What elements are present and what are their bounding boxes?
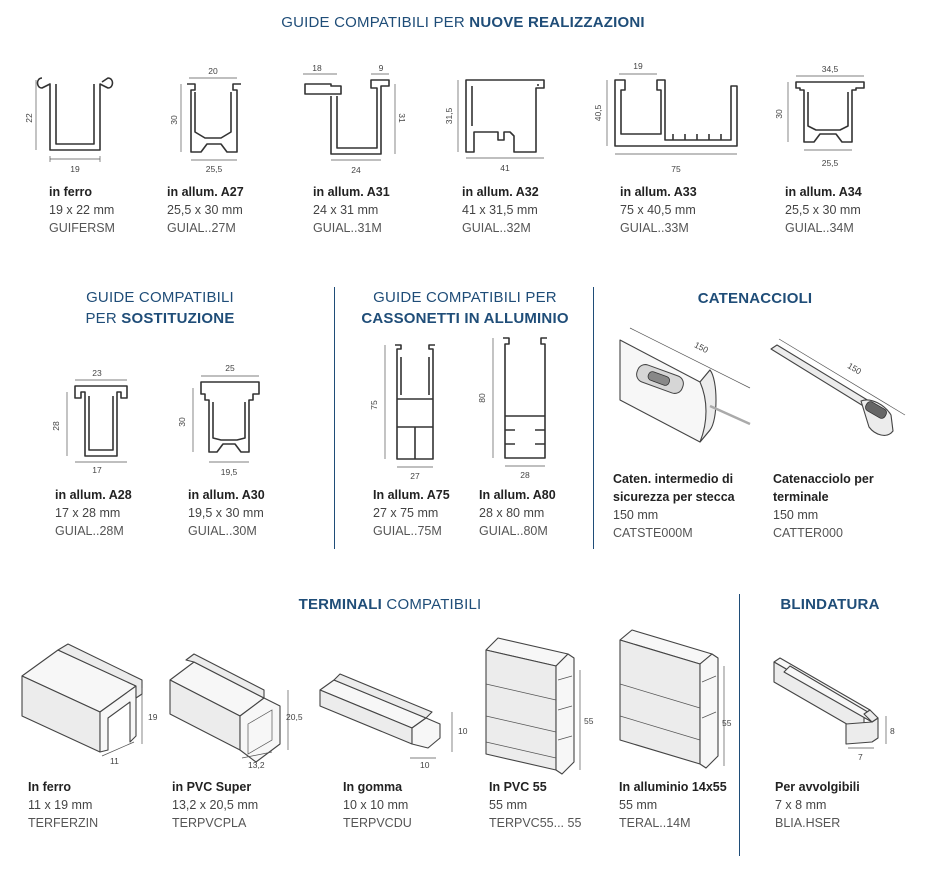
svg-text:11: 11 (110, 756, 119, 766)
svg-text:28: 28 (51, 421, 61, 431)
svg-text:27: 27 (410, 471, 420, 481)
heading-nuove-realizzazioni: GUIDE COMPATIBILI PER NUOVE REALIZZAZION… (281, 14, 645, 31)
terminale-gomma-drawing: 10 10 (319, 673, 468, 770)
profile-drawing-a31: 18 9 31 24 (303, 63, 407, 175)
product-catenacciolo-terminale: Catenacciolo per terminale 150 mm CATTER… (773, 472, 874, 540)
svg-text:18: 18 (312, 63, 322, 73)
svg-text:25,5: 25,5 (822, 158, 839, 168)
product-a75: In allum. A75 27 x 75 mm GUIAL..75M (373, 488, 450, 538)
blindatura-drawing: 8 7 (773, 657, 895, 762)
svg-text:34,5: 34,5 (822, 64, 839, 74)
terminale-ferro-drawing: 19 11 (21, 643, 158, 766)
profile-drawing-a32: 31,5 41 (444, 79, 545, 173)
profile-drawing-a30: 25 30 19,5 (177, 363, 260, 477)
product-catenacciolo-intermedio: Caten. intermedio di sicurezza per stecc… (613, 472, 735, 540)
product-a34: in allum. A34 25,5 x 30 mm GUIAL..34M (785, 185, 862, 235)
product-a80: In allum. A80 28 x 80 mm GUIAL..80M (479, 488, 556, 538)
svg-text:19: 19 (633, 61, 643, 71)
svg-text:19,5: 19,5 (221, 467, 238, 477)
product-a27: in allum. A27 25,5 x 30 mm GUIAL..27M (167, 185, 244, 235)
catenacciolo-intermedio-drawing: 150 (619, 327, 751, 443)
product-terminale-ferro: In ferro 11 x 19 mm TERFERZIN (28, 780, 99, 830)
catenacciolo-terminale-drawing: 150 (770, 338, 906, 436)
terminale-pvc-super-drawing: 20,5 13,2 (169, 653, 303, 770)
heading-blindatura: BLINDATURA (780, 596, 880, 613)
profile-drawing-a80: 80 28 (477, 337, 547, 480)
svg-text:10: 10 (420, 760, 430, 770)
svg-text:80: 80 (477, 393, 487, 403)
product-terminale-pvc55: In PVC 55 55 mm TERPVC55... 55 (489, 780, 582, 830)
svg-text:8: 8 (890, 726, 895, 736)
svg-text:25: 25 (225, 363, 235, 373)
heading-cassonetti: GUIDE COMPATIBILI PER CASSONETTI IN ALLU… (361, 289, 569, 327)
svg-text:75: 75 (369, 400, 379, 410)
svg-text:17: 17 (92, 465, 102, 475)
product-terminale-pvc-super: in PVC Super 13,2 x 20,5 mm TERPVCPLA (172, 780, 259, 830)
profile-drawing-a27: 20 30 25,5 (169, 66, 241, 174)
svg-text:55: 55 (584, 716, 594, 726)
product-a33: in allum. A33 75 x 40,5 mm GUIAL..33M (620, 185, 697, 235)
product-blindatura: Per avvolgibili 7 x 8 mm BLIA.HSER (775, 780, 860, 830)
svg-text:24: 24 (351, 165, 361, 175)
svg-text:41: 41 (500, 163, 510, 173)
divider-sostituzione-cassonetti (334, 287, 335, 549)
terminale-pvc55-drawing: 55 (485, 637, 594, 775)
profile-drawing-a33: 19 40,5 75 (593, 61, 738, 174)
svg-text:10: 10 (458, 726, 468, 736)
svg-text:30: 30 (169, 115, 179, 125)
terminale-alluminio-drawing: 55 (619, 629, 732, 769)
svg-text:40,5: 40,5 (593, 104, 603, 121)
heading-sostituzione: GUIDE COMPATIBILI PER SOSTITUZIONE (85, 289, 235, 327)
svg-text:150: 150 (846, 360, 864, 376)
product-a32: in allum. A32 41 x 31,5 mm GUIAL..32M (462, 185, 539, 235)
svg-text:13,2: 13,2 (248, 760, 265, 770)
svg-text:150: 150 (693, 340, 710, 355)
svg-text:75: 75 (671, 164, 681, 174)
product-terminale-gomma: In gomma 10 x 10 mm TERPVCDU (343, 780, 412, 830)
svg-text:55: 55 (722, 718, 732, 728)
svg-text:30: 30 (177, 417, 187, 427)
svg-text:20,5: 20,5 (286, 712, 303, 722)
dim-h: 22 (24, 113, 34, 123)
svg-text:19: 19 (148, 712, 158, 722)
divider-cassonetti-catenaccioli (593, 287, 594, 549)
dim-w: 19 (70, 164, 80, 174)
profile-drawing-a34: 34,5 30 25,5 (774, 64, 865, 168)
heading-terminali: TERMINALI COMPATIBILI (298, 596, 482, 613)
product-ferro: in ferro 19 x 22 mm GUIFERSM (49, 185, 115, 235)
profile-drawing-ferro: 19 22 (24, 77, 114, 174)
svg-text:25,5: 25,5 (206, 164, 223, 174)
svg-text:7: 7 (858, 752, 863, 762)
divider-terminali-blindatura (739, 594, 740, 856)
svg-text:30: 30 (774, 109, 784, 119)
heading-catenaccioli: CATENACCIOLI (697, 290, 813, 307)
product-a31: in allum. A31 24 x 31 mm GUIAL..31M (313, 185, 390, 235)
svg-text:20: 20 (208, 66, 218, 76)
product-terminale-alluminio: In alluminio 14x55 55 mm TERAL..14M (619, 780, 727, 830)
profile-drawing-a75: 75 27 (369, 344, 435, 481)
svg-text:28: 28 (520, 470, 530, 480)
svg-text:23: 23 (92, 368, 102, 378)
profile-drawing-a28: 23 28 17 (51, 368, 128, 475)
product-a30: in allum. A30 19,5 x 30 mm GUIAL..30M (188, 488, 265, 538)
svg-text:9: 9 (379, 63, 384, 73)
svg-text:31,5: 31,5 (444, 107, 454, 124)
product-a28: in allum. A28 17 x 28 mm GUIAL..28M (55, 488, 132, 538)
svg-text:31: 31 (397, 113, 407, 123)
